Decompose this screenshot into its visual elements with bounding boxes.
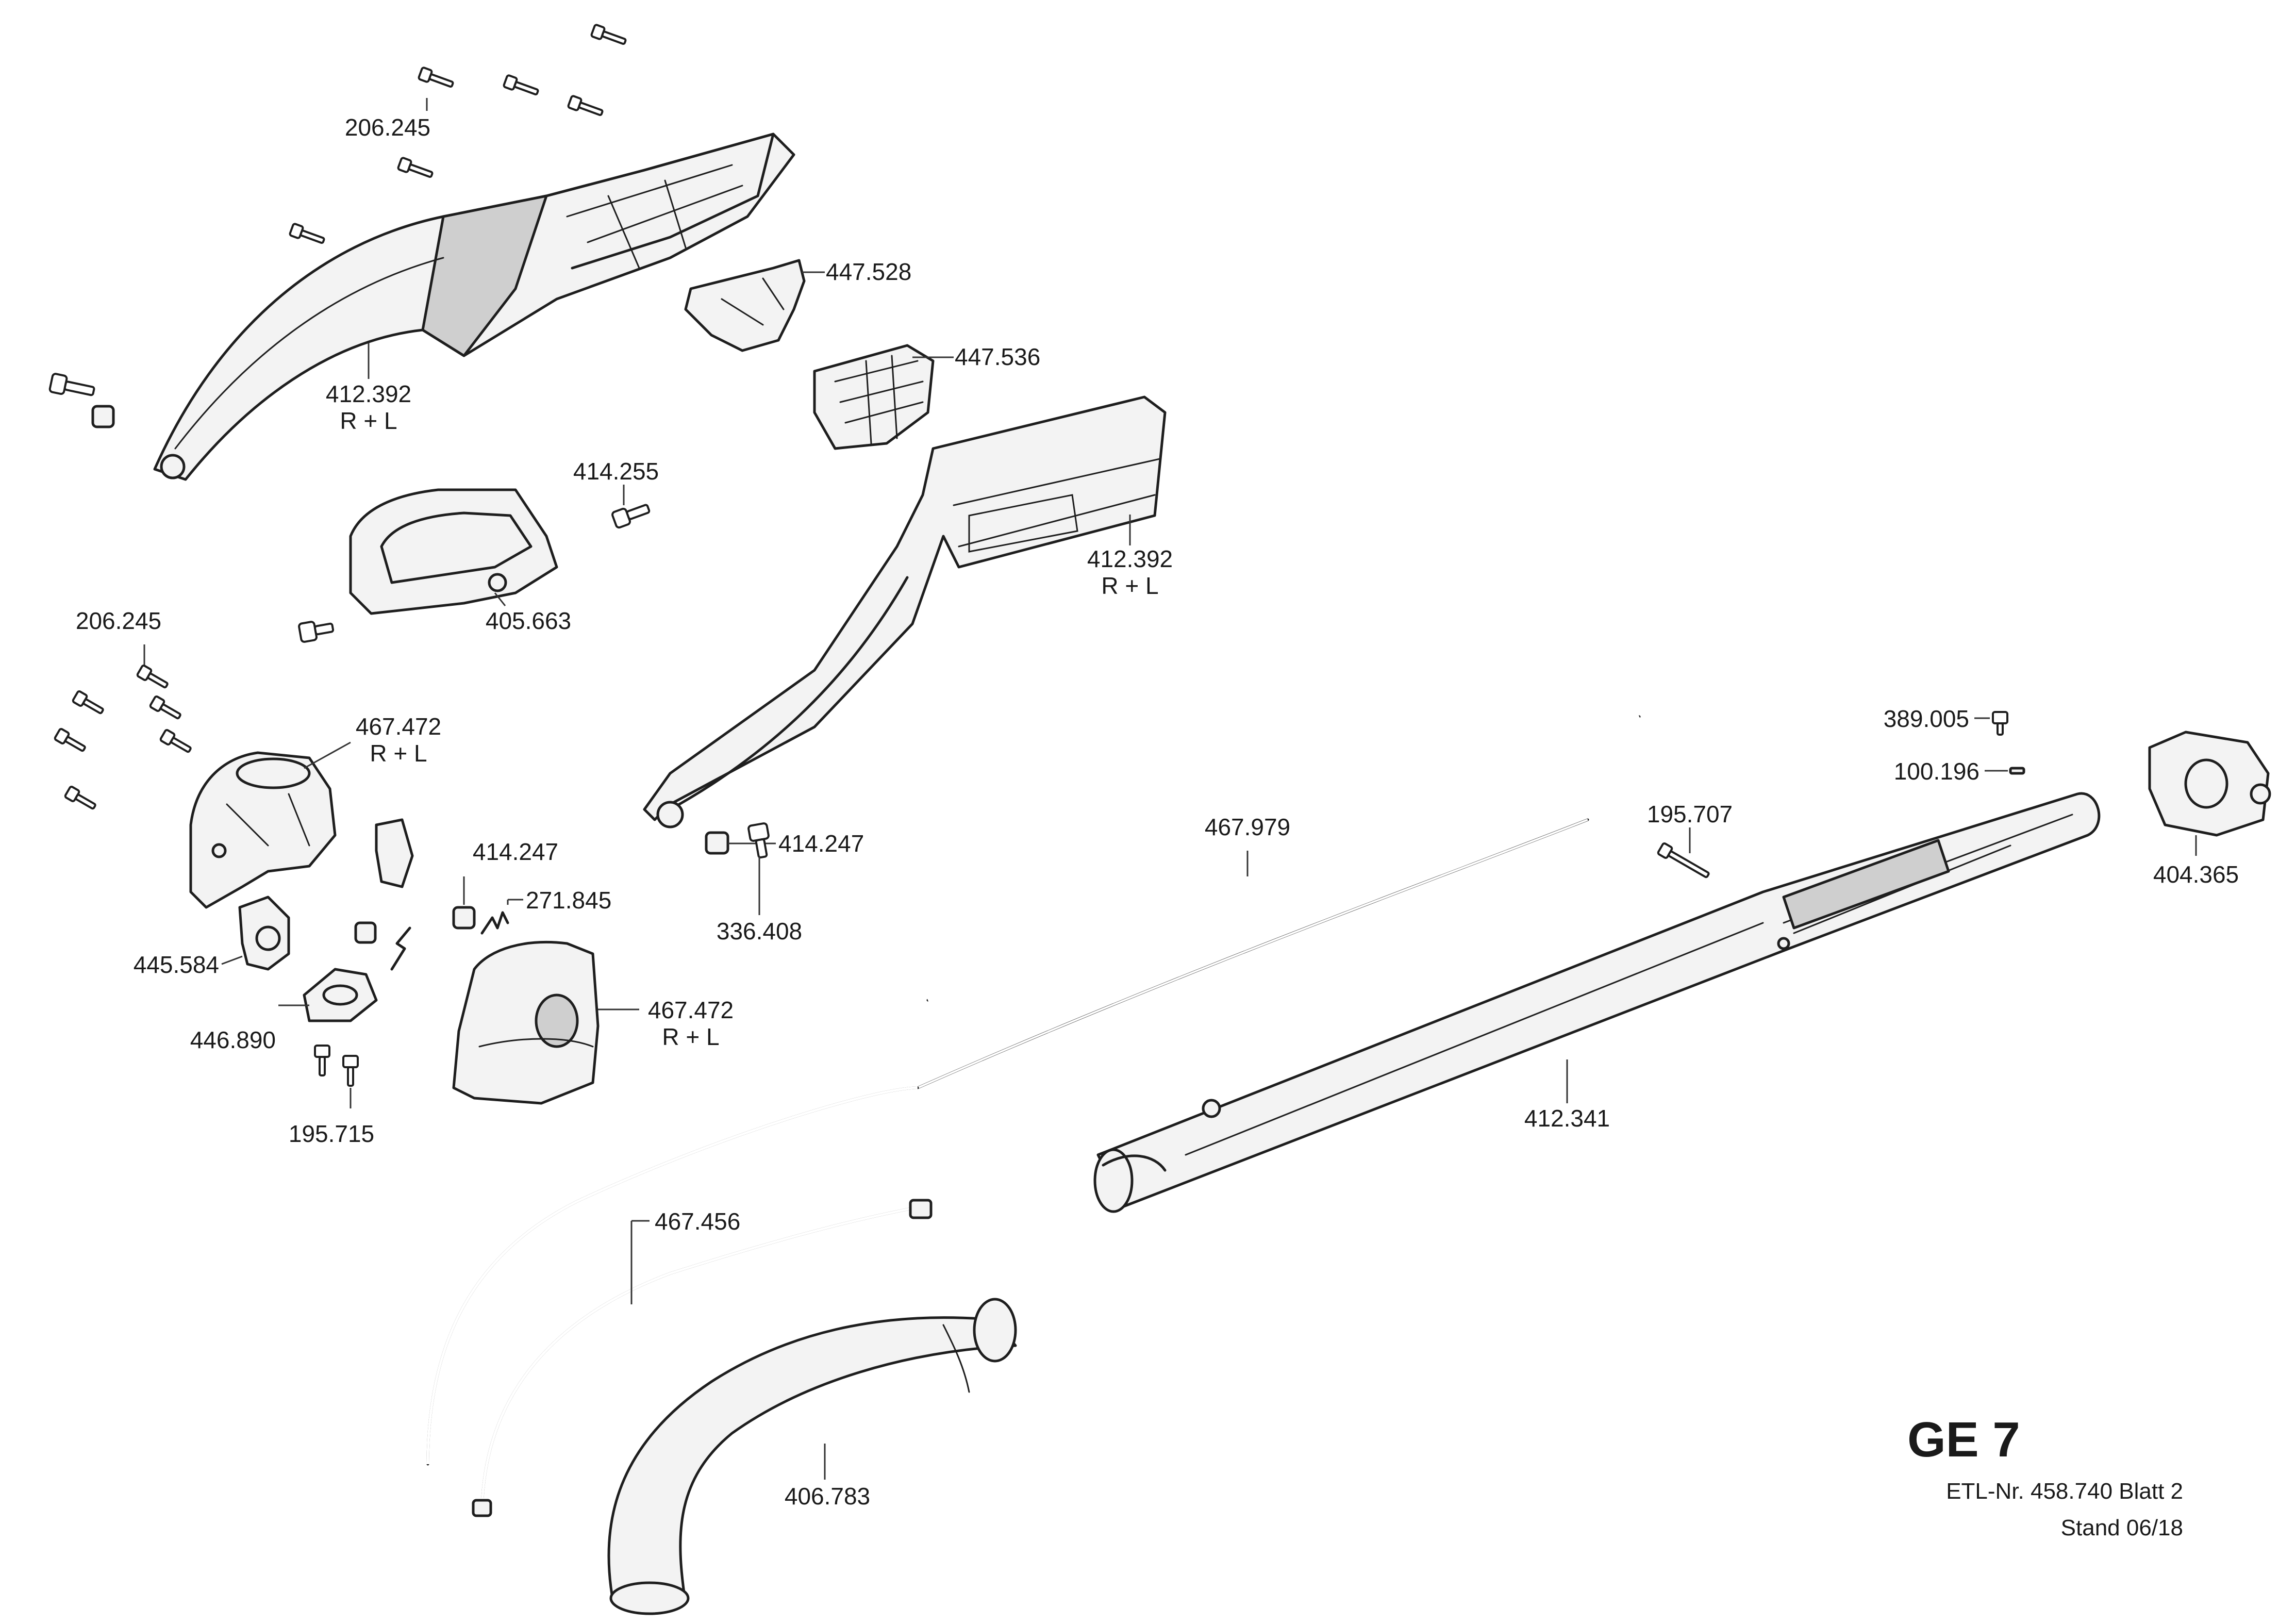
- part-447-528: [684, 259, 806, 352]
- label-447-536: 447.536: [955, 343, 1040, 370]
- label-412-341: 412.341: [1524, 1105, 1610, 1132]
- screw-icon-group-top: [289, 24, 627, 244]
- part-lock-piece: [375, 818, 414, 888]
- label-467-979: 467.979: [1205, 814, 1290, 840]
- spring-icon: [480, 911, 509, 935]
- part-446-890: [303, 968, 378, 1022]
- label-412-392-right: 412.392: [1087, 545, 1173, 572]
- etl-number: ETL-Nr. 458.740 Blatt 2: [1946, 1479, 2183, 1504]
- label-414-255: 414.255: [573, 458, 659, 485]
- label-389-005: 389.005: [1884, 705, 1969, 732]
- housing-412-392-lower: [643, 395, 1167, 828]
- tube-406-783: [607, 1298, 1017, 1615]
- part-405-663: [349, 488, 558, 615]
- screw-icon-group-left: [54, 665, 192, 810]
- label-467-472-lower: 467.472: [648, 997, 734, 1023]
- housing-412-392-upper: [153, 132, 795, 481]
- label-271-845: 271.845: [526, 887, 611, 914]
- diagram-title: GE 7: [1907, 1412, 2020, 1467]
- cable-467-456: [426, 1086, 933, 1517]
- label-195-715: 195.715: [289, 1120, 374, 1147]
- label-206-245-mid: 206.245: [76, 607, 161, 634]
- label-447-528: 447.528: [826, 258, 911, 285]
- pin-icon: [2009, 767, 2025, 775]
- label-100-196: 100.196: [1894, 758, 1979, 785]
- spacer-icon: [91, 405, 115, 428]
- label-467-472-upper-side: R + L: [370, 740, 427, 767]
- label-206-245: 206.245: [345, 114, 430, 141]
- part-445-584: [238, 896, 290, 971]
- label-412-392: 412.392: [326, 380, 411, 407]
- label-467-472-upper: 467.472: [356, 713, 441, 740]
- part-447-536: [813, 344, 935, 450]
- rod-467-979: [916, 715, 1641, 1089]
- label-412-392-right-side: R + L: [1101, 572, 1158, 599]
- spacer-icon: [705, 831, 729, 855]
- label-414-247-right: 414.247: [778, 830, 864, 857]
- label-445-584: 445.584: [134, 951, 219, 978]
- label-405-663: 405.663: [486, 607, 571, 634]
- label-446-890: 446.890: [190, 1026, 276, 1053]
- stand-date: Stand 06/18: [2061, 1515, 2183, 1540]
- label-406-783: 406.783: [785, 1483, 870, 1510]
- shaft-412-341: [1093, 792, 2101, 1213]
- spring-icon: [390, 926, 411, 971]
- housing-467-472-lower: [452, 941, 600, 1105]
- label-404-365: 404.365: [2153, 861, 2239, 888]
- label-414-247-left: 414.247: [473, 838, 558, 865]
- label-412-392-side: R + L: [340, 407, 397, 434]
- label-195-707: 195.707: [1647, 801, 1733, 827]
- spacer-icon: [354, 921, 377, 944]
- title-block: GE 7 ETL-Nr. 458.740 Blatt 2 Stand 06/18: [1907, 1412, 2183, 1540]
- label-467-472-lower-side: R + L: [662, 1023, 719, 1050]
- clamp-404-365: [2148, 731, 2271, 837]
- housing-467-472-upper: [189, 751, 337, 909]
- label-336-408: 336.408: [717, 918, 802, 944]
- label-467-456: 467.456: [655, 1208, 740, 1235]
- spacer-icon: [452, 906, 476, 930]
- part-labels: 206.245 412.392 R + L 447.528 447.536 41…: [76, 114, 2239, 1510]
